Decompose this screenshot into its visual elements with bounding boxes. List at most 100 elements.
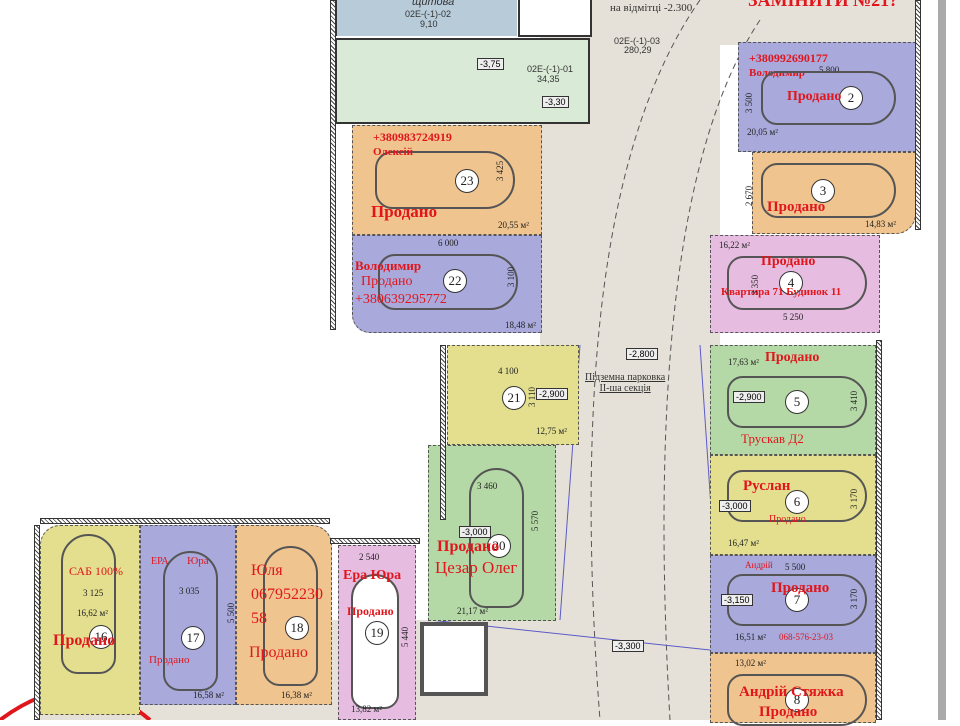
spot-area: 16,47 м² [728, 538, 759, 548]
sold-label: Продано [767, 199, 826, 215]
car-icon [469, 468, 524, 608]
dimension: 3 170 [849, 588, 860, 610]
level-mark: -3,30 [542, 96, 569, 108]
parking-spot-22[interactable]: 6 000 22 Володимир Продано +380639295772… [352, 235, 542, 333]
owner-phone: +380992690177 [749, 51, 828, 65]
parking-spot-17[interactable]: ЕРА Юра 3 035 5 500 17 Продано 16,58 м² [140, 525, 236, 705]
owner-name: ЕРА [151, 556, 169, 567]
owner-phone: +380983724919 [373, 130, 452, 144]
dimension: 4 100 [498, 366, 519, 376]
sold-label: Продано [371, 202, 438, 221]
parking-spot-23[interactable]: 23 +380983724919 Олексій Продано 3 425 2… [352, 125, 542, 235]
spot-number: 2 [839, 86, 863, 110]
spot-number: 4 [779, 271, 803, 295]
parking-spot-20[interactable]: 3 460 -3,000 20 Продано Цезар Олег 5 570… [428, 445, 556, 621]
dimension: 2 670 [744, 185, 755, 207]
car-icon [727, 470, 867, 522]
level-mark: -2,900 [733, 391, 765, 403]
dimension: 3 170 [849, 488, 860, 510]
room-area: 280,29 [624, 45, 652, 55]
dimension: 3 425 [495, 160, 506, 182]
parking-spot-18[interactable]: Юля 067952230 58 18 Продано 16,38 м² [236, 525, 332, 705]
spot-area: 14,83 м² [865, 219, 896, 229]
spot-number: 19 [365, 621, 389, 645]
dimension: 5 250 [783, 312, 804, 322]
parking-spot-5[interactable]: 17,63 м² Продано -2,900 5 3 410 Трускав … [710, 345, 876, 455]
car-icon [727, 376, 867, 428]
right-corridor [938, 0, 946, 720]
parking-spot-16[interactable]: САБ 100% 3 125 16,62 м² 16 Продано [40, 525, 140, 715]
section-label-line: ІІ-ша секція [599, 383, 651, 394]
owner-note: Квартира 71 Будинок 11 [721, 286, 842, 298]
owner-name: Руслан [743, 478, 791, 494]
elevator-shaft [420, 622, 488, 696]
room-code: 02E-(-1)-02 [405, 9, 452, 19]
car-icon [263, 546, 318, 686]
room-name: щитова [412, 0, 455, 8]
ramp-curve [590, 0, 701, 720]
spot-number: 20 [487, 534, 511, 558]
dimension: 5 500 [226, 602, 237, 624]
dimension: 3 460 [477, 481, 498, 491]
spot-area: 16,22 м² [719, 240, 750, 250]
parking-spot-21[interactable]: 4 100 21 3 110 -2,900 12,75 м² [447, 345, 579, 445]
car-icon [378, 254, 518, 310]
spot-area: 17,63 м² [728, 357, 759, 367]
car-icon [61, 534, 116, 674]
spot-area: 13,82 м² [351, 704, 382, 714]
owner-name: Ера Юра [343, 568, 402, 583]
spot-area: 21,17 м² [457, 606, 488, 616]
dimension: 3 410 [849, 390, 860, 412]
wall [40, 518, 330, 524]
room-code: 02E-(-1)-03 [614, 36, 661, 46]
sold-label: Продано [149, 654, 190, 666]
spot-area: 16,62 м² [77, 608, 108, 618]
room-area: 9,10 [420, 19, 438, 29]
sold-label: Продано [761, 254, 816, 269]
parking-spot-2[interactable]: +380992690177 5 800 Володимир 2 Продано … [738, 42, 916, 152]
wall [915, 0, 921, 230]
dimension: 3 125 [83, 588, 104, 598]
level-note: на відмітці -2.300 [610, 2, 693, 14]
sold-label: Продано [361, 274, 413, 289]
room-switchboard: щитова 02E-(-1)-02 9,10 [335, 0, 517, 36]
car-icon [727, 256, 867, 310]
sold-label: Продано [249, 644, 308, 661]
room-white [518, 0, 592, 37]
level-mark: -3,75 [477, 58, 504, 70]
wall [876, 340, 882, 720]
section-label-line: Підземна парковка [585, 372, 666, 383]
owner-name: Юра [187, 555, 209, 567]
parking-spot-7[interactable]: Андрій 5 500 -3,150 7 Продано 3 170 16,5… [710, 555, 876, 653]
owner-phone-cont: 58 [251, 610, 267, 627]
car-icon [163, 551, 218, 691]
owner-name: Цезар Олег [435, 558, 518, 577]
dimension: 2 540 [359, 552, 380, 562]
room-code: 02E-(-1)-01 [527, 64, 574, 74]
parking-spot-6[interactable]: Руслан -3,000 6 Продано 3 170 16,47 м² [710, 455, 876, 555]
owner-name: Володимир [355, 258, 422, 273]
parking-spot-3[interactable]: 3 Продано 2 670 14,83 м² [744, 152, 916, 234]
title-note: ЗАМІНИТИ №21? [748, 0, 899, 10]
spot-area: 12,75 м² [536, 426, 567, 436]
dimension: 3 350 [750, 274, 761, 296]
ramp-curve [663, 19, 761, 720]
spot-area: 13,02 м² [735, 658, 766, 668]
parking-spot-8[interactable]: 13,02 м² 8 Андрій Стяжка Продано [710, 653, 876, 726]
owner-name: Андрій Стяжка [739, 684, 844, 700]
parking-spot-4[interactable]: 16,22 м² 4 Продано Квартира 71 Будинок 1… [710, 235, 880, 333]
spot-area: 16,58 м² [193, 690, 224, 700]
spot-number: 18 [285, 616, 309, 640]
sold-label: Продано [765, 350, 820, 365]
wall [330, 0, 336, 330]
section-label: Підземна парковка ІІ-ша секція [585, 372, 665, 394]
level-mark: -3,000 [719, 500, 751, 512]
owner-phone: 068-576-23-03 [779, 632, 833, 642]
spot-area: 18,48 м² [505, 320, 536, 330]
spot-number: 7 [785, 588, 809, 612]
level-mark: -2,900 [536, 388, 568, 400]
spot-area: 20,55 м² [498, 220, 529, 230]
room-area: 34,35 [537, 74, 560, 84]
level-mark: -3,150 [721, 594, 753, 606]
parking-spot-19[interactable]: 2 540 Ера Юра Продано 19 5 440 13,82 м² [338, 545, 416, 720]
